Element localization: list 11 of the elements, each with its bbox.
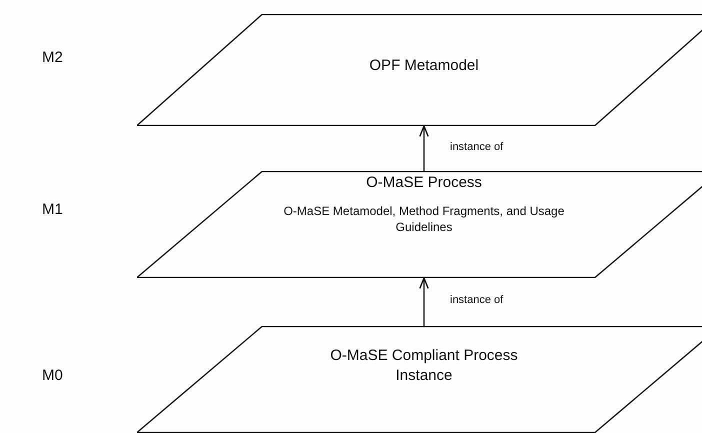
level-label: M2 bbox=[42, 49, 63, 66]
level-label: M0 bbox=[42, 367, 63, 384]
edge-label: instance of bbox=[448, 140, 506, 152]
arrow bbox=[419, 125, 429, 171]
layer-title: O-MaSE Process bbox=[365, 173, 483, 193]
layer-description: O-MaSE Metamodel, Method Fragments, and Usage Guidelines bbox=[282, 203, 566, 236]
layer-title: O-MaSE Compliant Process Instance bbox=[329, 346, 519, 386]
layer-title: OPF Metamodel bbox=[368, 56, 480, 76]
level-label: M1 bbox=[42, 201, 63, 218]
arrow bbox=[419, 277, 429, 326]
edge-label: instance of bbox=[448, 294, 506, 306]
